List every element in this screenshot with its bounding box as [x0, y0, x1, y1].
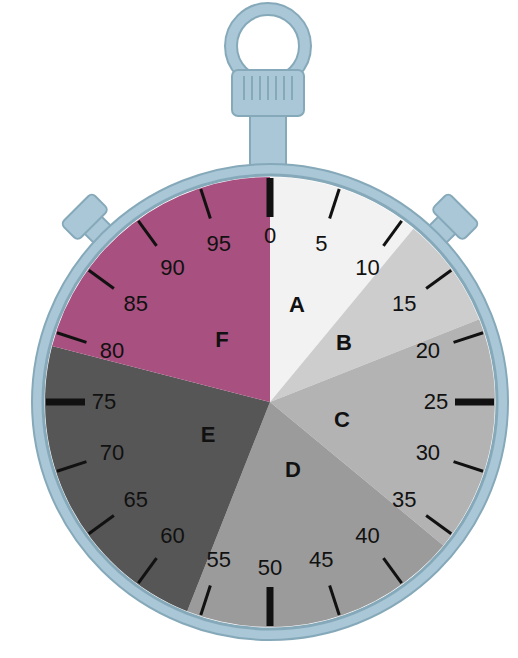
- dial-number: 55: [206, 549, 230, 571]
- dial-number: 30: [416, 442, 440, 464]
- dial-number: 20: [416, 340, 440, 362]
- dial-number: 95: [206, 233, 230, 255]
- crown-stem: [250, 110, 286, 170]
- dial-number: 90: [160, 257, 184, 279]
- crown-ridges: [244, 76, 292, 100]
- crown-button: [232, 70, 304, 116]
- face-rim: [43, 175, 497, 629]
- sector-letter: A: [289, 294, 305, 316]
- dial-number: 75: [92, 391, 116, 413]
- sector-wedge: [52, 177, 270, 402]
- dial-number: 5: [315, 233, 327, 255]
- sector-letter: F: [215, 329, 228, 351]
- dial-number: 60: [160, 525, 184, 547]
- sector-letter: C: [334, 409, 350, 431]
- sector-letter: B: [336, 332, 352, 354]
- sector-letter: E: [201, 424, 216, 446]
- dial-number: 0: [264, 225, 276, 247]
- dial-number: 65: [123, 489, 147, 511]
- dial-number: 70: [100, 442, 124, 464]
- dial-number: 15: [392, 293, 416, 315]
- dial-number: 25: [424, 391, 448, 413]
- dial-number: 40: [355, 525, 379, 547]
- dial-number: 50: [258, 557, 282, 579]
- dial-number: 10: [355, 257, 379, 279]
- dial-number: 35: [392, 489, 416, 511]
- watch-face: [44, 176, 496, 628]
- dial-number: 80: [100, 340, 124, 362]
- dial-number: 85: [123, 293, 147, 315]
- sector-letter: D: [285, 459, 301, 481]
- dial-number: 45: [309, 549, 333, 571]
- watch-case: [32, 164, 508, 640]
